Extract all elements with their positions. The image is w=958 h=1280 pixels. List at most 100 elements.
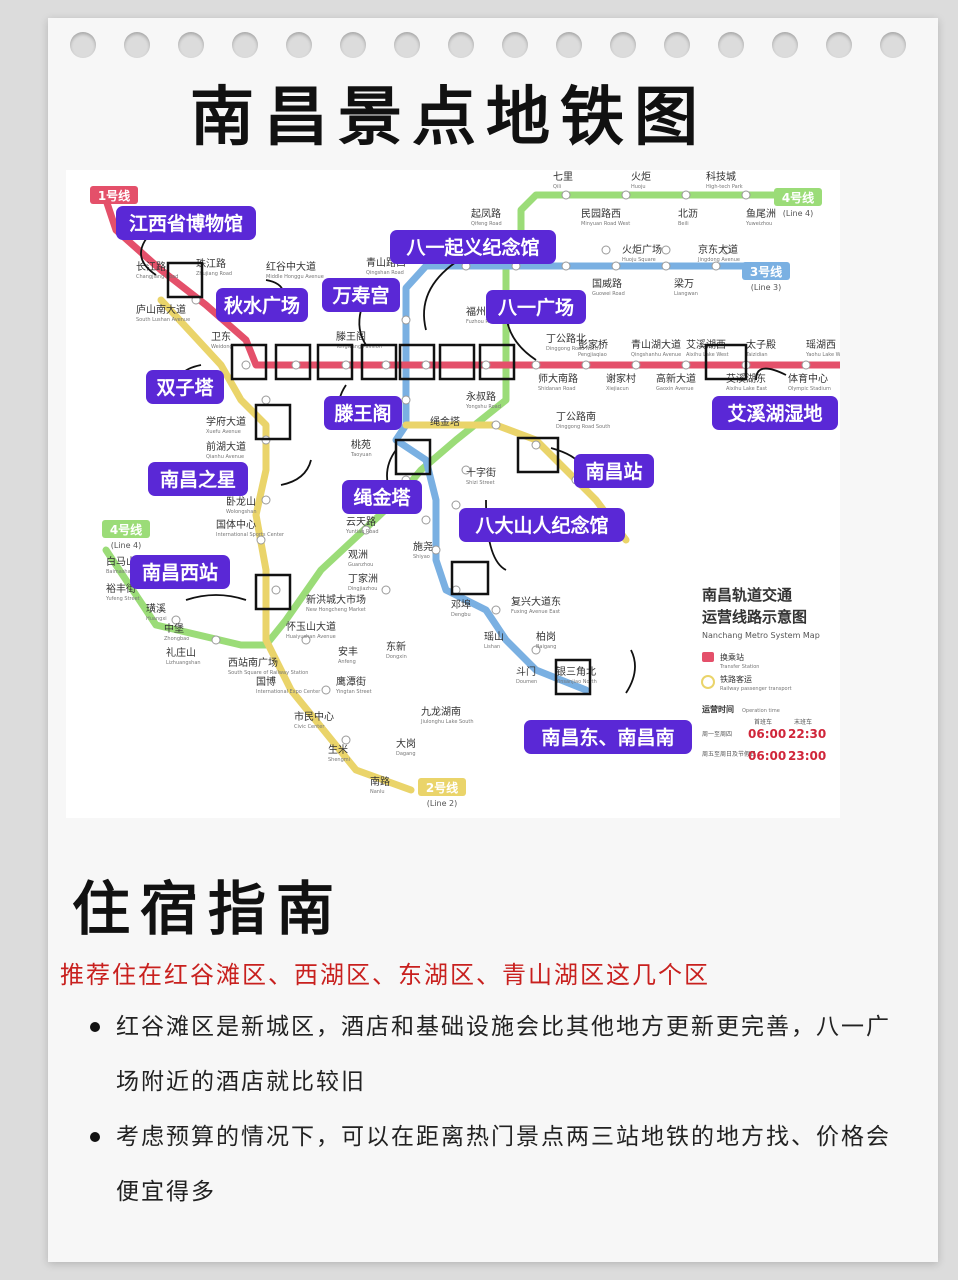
legend-title: 运营线路示意图 (702, 608, 807, 626)
section-heading: 住宿指南 (72, 875, 345, 943)
list-item: 红谷滩区是新城区，酒店和基础设施会比其他地方更新更完善，八一广场附近的酒店就比较… (90, 1000, 910, 1110)
station-label: 斗门 (516, 665, 536, 678)
station-label-en: Doumen (516, 679, 537, 685)
page-title: 南昌景点地铁图 (190, 80, 708, 155)
station-label: 东新 (386, 640, 406, 653)
transfer-highlight-box (166, 261, 204, 299)
legend-row1: 周一至周四 (702, 731, 732, 738)
station-label-en: International Sports Center (216, 532, 285, 538)
station-dot (531, 440, 541, 450)
transfer-highlight-box (230, 343, 268, 381)
attraction-tag: 双子塔 (156, 376, 214, 399)
station-label: 安丰 (338, 645, 358, 658)
station-label: 前湖大道 (206, 440, 246, 453)
transfer-highlight-box (274, 343, 312, 381)
station-label: 中堡 (164, 622, 184, 635)
station-label: 红谷中大道 (266, 260, 316, 273)
station-label-en: Dinggong Road South (556, 424, 610, 430)
station-label-en: Taizidian (745, 352, 768, 358)
station-dot (401, 315, 411, 325)
station-dot (321, 685, 331, 695)
station-label-en: Qili (553, 184, 561, 190)
station-dot (711, 261, 721, 271)
transfer-highlight-box (398, 343, 436, 381)
station-dot (481, 360, 491, 370)
station-label: 新洪城大市场 (306, 593, 366, 606)
station-dot (491, 420, 501, 430)
attraction-tag: 滕王阁 (334, 402, 391, 425)
station-label-en: Tengwang Pavilion (335, 344, 382, 350)
station-label: 民园路西 (581, 207, 621, 220)
station-dot (461, 465, 471, 475)
binder-hole (394, 32, 420, 58)
station-dot (291, 360, 301, 370)
attraction-tag: 江西省博物馆 (129, 212, 243, 235)
station-label: 京东大道 (698, 243, 738, 256)
attraction-tag-bg (148, 462, 248, 496)
legend-col-last: 末班车 (794, 718, 812, 726)
station-dot (581, 360, 591, 370)
station-label-en: Taoyuan (350, 452, 372, 458)
station-label-en: Civic Center (294, 724, 325, 730)
station-label: 体育中心 (788, 372, 828, 385)
station-label-en: Shiyao (413, 554, 430, 560)
binder-hole (70, 32, 96, 58)
station-label-en: Liangwan (674, 291, 698, 297)
station-label: 云天路 (346, 515, 376, 528)
attraction-tag: 南昌西站 (142, 561, 218, 584)
station-label-en: Zhujiang Road (196, 271, 232, 277)
station-label: 复兴大道东 (511, 595, 561, 608)
metro-line-line3 (392, 262, 760, 694)
station-dot (681, 360, 691, 370)
station-dot (361, 525, 371, 535)
binder-hole (448, 32, 474, 58)
attraction-tag: 八大山人纪念馆 (475, 514, 608, 537)
legend-transfer-en: Transfer Station (719, 664, 759, 670)
station-label-en: Qingshan Road (366, 270, 404, 276)
station-label-en: Yaohu Lake West (805, 352, 840, 358)
station-label-en: Qifeng Road (471, 221, 502, 227)
station-dot (256, 535, 266, 545)
station-label-en: Nanlu (370, 789, 385, 795)
attraction-tag: 艾溪湖湿地 (727, 402, 822, 425)
station-label: 西站南广场 (228, 656, 278, 669)
line-label-badge (90, 186, 138, 204)
station-label-en: Xiejiacun (606, 386, 629, 392)
station-dot (561, 190, 571, 200)
legend-row2-last: 23:00 (788, 749, 826, 763)
station-label-en: Huangxi (146, 616, 167, 622)
station-label: 庐山南大道 (136, 303, 186, 316)
station-label: 瑶山 (484, 631, 504, 643)
station-label-en: Dingjiazhou (348, 586, 377, 592)
binder-hole (340, 32, 366, 58)
transfer-highlight-box (438, 343, 476, 381)
station-dot (421, 515, 431, 525)
legend-transfer: 换乘站 (720, 652, 744, 662)
legend-row2-first: 06:00 (748, 749, 786, 763)
station-label: 璜溪 (146, 602, 166, 615)
station-label-en: Yongshu Road (465, 404, 501, 410)
line-label-sub: (Line 3) (751, 283, 782, 292)
station-label-en: Beili (678, 221, 689, 227)
station-label-en: International Expo Center (256, 689, 321, 695)
station-label-en: Qingshanhu Avenue (631, 352, 681, 358)
station-label: 九龙湖南 (421, 705, 461, 718)
line-label-badge (102, 520, 150, 538)
station-dot (451, 500, 461, 510)
station-label: 白马山 (106, 555, 136, 568)
station-label: 起凤路 (471, 207, 501, 220)
binder-hole (502, 32, 528, 58)
legend-row1-last: 22:30 (788, 727, 826, 741)
station-label-en: Guanzhou (348, 562, 373, 568)
attraction-tag-bg (459, 508, 625, 542)
station-label: 绳金塔 (430, 415, 460, 428)
line-label-badge (742, 262, 790, 280)
station-label-en: New Hongcheng Market (306, 607, 366, 613)
attraction-tag: 八一广场 (498, 296, 574, 319)
station-dot (421, 360, 431, 370)
station-label-en: Baigang (536, 644, 556, 650)
station-label: 桃苑 (351, 438, 371, 451)
line-label-badge (418, 778, 466, 796)
station-dot (341, 735, 351, 745)
